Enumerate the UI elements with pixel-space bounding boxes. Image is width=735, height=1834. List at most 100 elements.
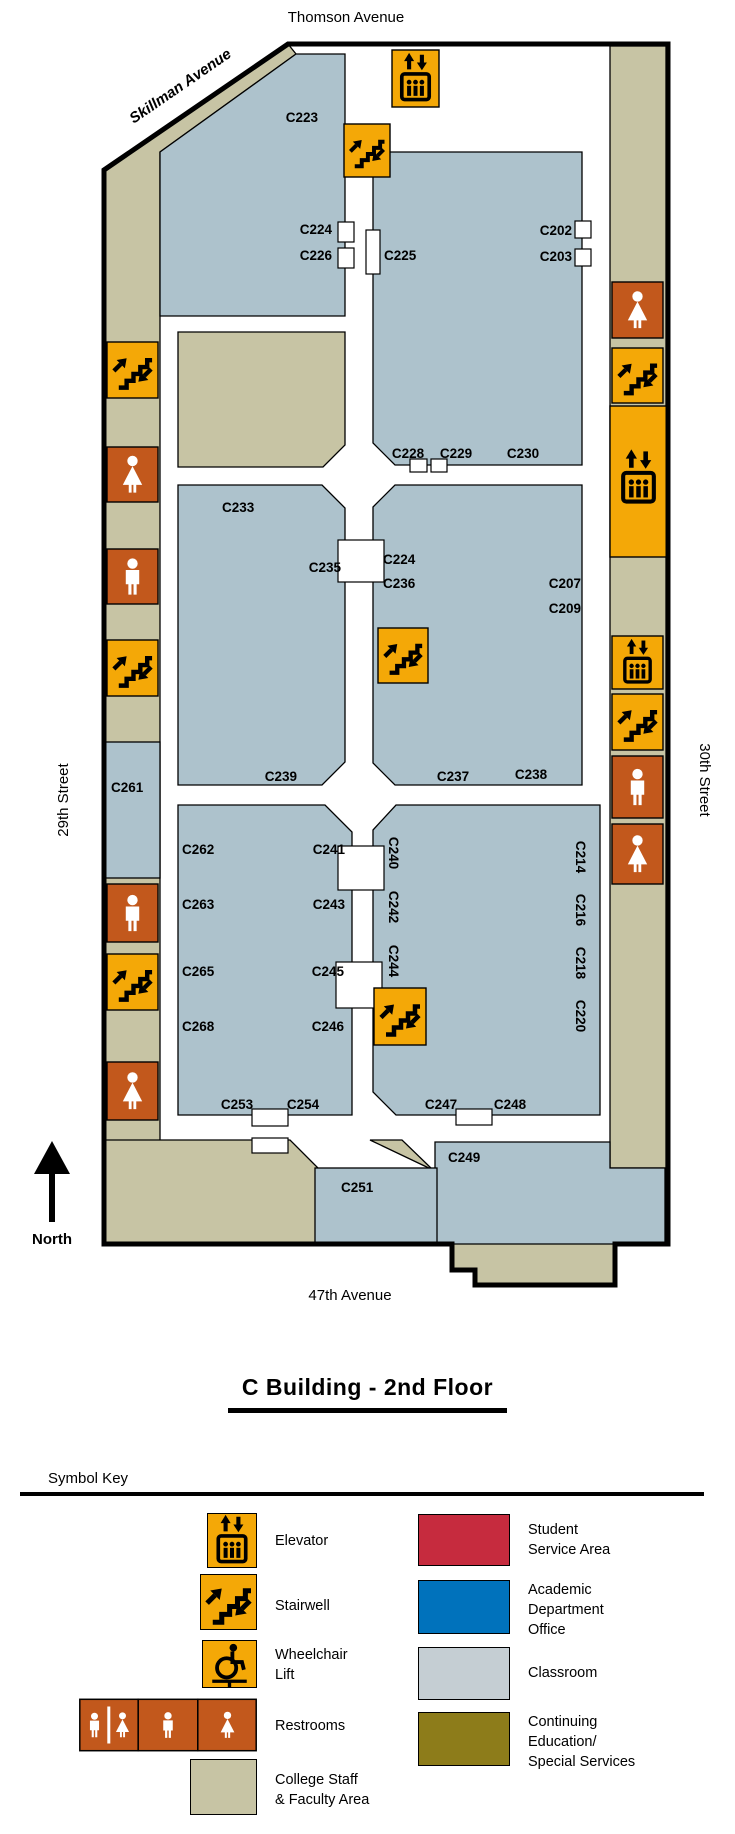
stairwell-icon [611, 693, 664, 751]
classroom-c261-area [103, 741, 161, 879]
room-label-c236: C236 [383, 576, 416, 591]
north-label: North [32, 1231, 72, 1248]
restroom-woman-icon [106, 1061, 159, 1121]
elevator-icon [207, 1513, 257, 1568]
street-label-47th-avenue: 47th Avenue [308, 1287, 391, 1304]
room-label-c261: C261 [111, 780, 144, 795]
legend-label-student-service-area: Student Service Area [528, 1522, 611, 1558]
room-label-c230: C230 [507, 446, 539, 461]
room-label-c248: C248 [494, 1097, 527, 1112]
door-notch [430, 458, 448, 473]
room-label-c243: C243 [313, 897, 346, 912]
room-label-c244: C244 [386, 945, 401, 978]
legend-label-stairwell: Stairwell [275, 1598, 330, 1614]
room-label-c233: C233 [222, 500, 255, 515]
room-label-c254: C254 [287, 1097, 320, 1112]
room-label-c226: C226 [300, 248, 333, 263]
door-notch [337, 221, 355, 243]
continuing-education-swatch [418, 1712, 510, 1766]
door-notch [337, 845, 385, 891]
street-label-29th-street: 29th Street [55, 762, 72, 836]
street-label-thomson-avenue: Thomson Avenue [288, 9, 404, 26]
stairwell-icon [200, 1574, 257, 1630]
room-label-c207: C207 [549, 576, 581, 591]
classroom-c251-area [314, 1167, 438, 1245]
room-label-c240: C240 [386, 837, 401, 869]
room-label-c216: C216 [573, 894, 588, 927]
staff-area-right-strip [609, 45, 667, 1169]
legend-label-wheelchair-lift: Wheelchair Lift [275, 1647, 348, 1683]
room-label-c225: C225 [384, 248, 417, 263]
legend-label-restrooms: Restrooms [275, 1718, 346, 1734]
restroom-woman-icon [106, 446, 159, 503]
room-label-c245: C245 [312, 964, 345, 979]
door-notch [251, 1137, 289, 1154]
door-notch [251, 1108, 289, 1127]
room-label-c228: C228 [392, 446, 425, 461]
student-service-area-swatch [418, 1514, 510, 1566]
building-outline [101, 41, 671, 1288]
room-label-c218: C218 [573, 947, 588, 980]
door-notch [337, 247, 355, 269]
legend-label-continuing-education: Continuing Education/ Special Services [528, 1714, 636, 1770]
stairwell-icon [106, 639, 159, 697]
stairwell-icon [106, 953, 159, 1011]
classroom-c223-area [159, 53, 346, 317]
room-label-c224: C224 [383, 552, 416, 567]
classroom-c207-area [372, 484, 583, 786]
north-arrow-icon [34, 1141, 70, 1222]
door-notch [455, 1108, 493, 1126]
door-notch [409, 458, 428, 473]
page-title: C Building - 2nd Floor [227, 1374, 508, 1413]
room-label-c247: C247 [425, 1097, 457, 1112]
legend-label-classroom: Classroom [528, 1665, 598, 1681]
room-label-c237: C237 [437, 769, 469, 784]
page-title-wrap: C Building - 2nd Floor [0, 1374, 735, 1413]
room-label-c209: C209 [549, 601, 581, 616]
wheelchair-lift-icon [202, 1640, 257, 1688]
symbol-key-divider [20, 1492, 704, 1496]
door-notch [335, 961, 383, 1009]
legend-label-elevator: Elevator [275, 1533, 329, 1549]
street-label-30th-street: 30th Street [696, 743, 713, 817]
room-label-c241: C241 [313, 842, 346, 857]
room-label-c239: C239 [265, 769, 297, 784]
room-label-c229: C229 [440, 446, 472, 461]
room-label-c224: C224 [300, 222, 333, 237]
stairwell-icon [343, 123, 391, 178]
stairwell-icon [377, 627, 429, 684]
staff-area-mid-block [177, 331, 346, 468]
door-notch [365, 229, 381, 275]
staff-area-bottom [103, 1139, 319, 1245]
staff-area-bottom-wedge [369, 1139, 434, 1171]
classroom-c240-area [372, 804, 601, 1116]
room-label-c238: C238 [515, 767, 548, 782]
room-label-c262: C262 [182, 842, 214, 857]
stairwell-icon [373, 987, 427, 1046]
room-label-c223: C223 [286, 110, 319, 125]
room-label-c202: C202 [540, 223, 572, 238]
restroom-woman-icon [611, 281, 664, 339]
room-label-c263: C263 [182, 897, 215, 912]
room-label-c203: C203 [540, 249, 573, 264]
classroom-swatch [418, 1647, 510, 1700]
restroom-woman-icon [611, 823, 664, 885]
legend-label-academic-department-office: Academic Department Office [528, 1582, 604, 1638]
room-label-c214: C214 [573, 841, 588, 874]
room-label-c249: C249 [448, 1150, 480, 1165]
room-label-c220: C220 [573, 1000, 588, 1032]
room-label-c251: C251 [341, 1180, 374, 1195]
room-label-c268: C268 [182, 1019, 215, 1034]
academic-department-office-swatch [418, 1580, 510, 1634]
classroom-c233-area [177, 484, 346, 786]
room-label-c253: C253 [221, 1097, 254, 1112]
restrooms-icon [79, 1698, 257, 1752]
restroom-man-icon [106, 883, 159, 943]
door-notch [574, 248, 592, 267]
restroom-man-icon [106, 548, 159, 605]
stairwell-icon [106, 341, 159, 399]
stairwell-icon [611, 347, 664, 404]
room-label-c235: C235 [309, 560, 342, 575]
